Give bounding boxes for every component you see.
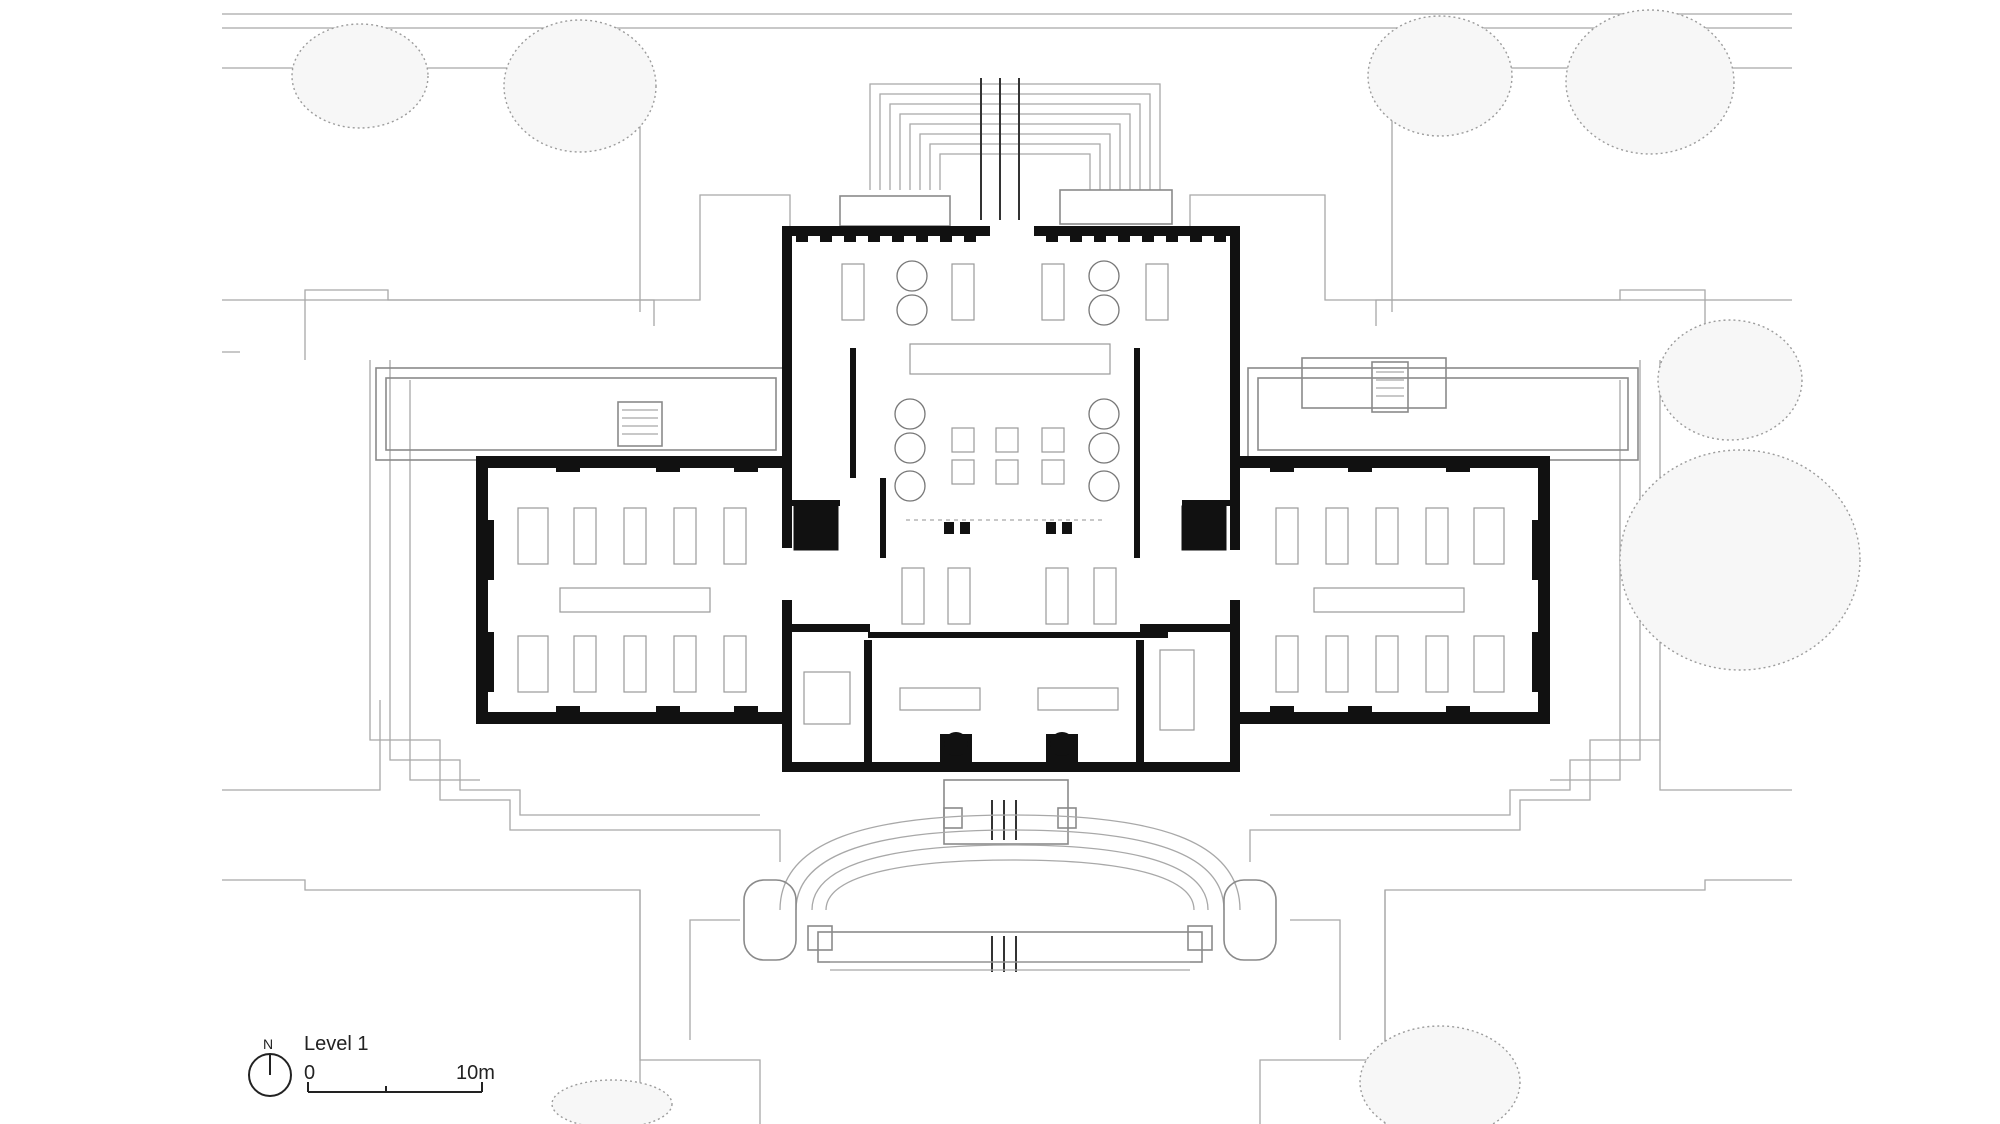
tree-icon <box>1359 1025 1521 1124</box>
central-furniture <box>841 263 1169 711</box>
tree-icon <box>1367 15 1513 137</box>
east-wing-furniture <box>1159 507 1505 731</box>
scale-bar-icon <box>307 1082 483 1093</box>
north-steps <box>839 78 1173 227</box>
tree-icon <box>1619 449 1861 671</box>
north-label: N <box>263 1036 273 1052</box>
legend: N Level 1 0 10m <box>248 1033 495 1097</box>
building-walls <box>476 226 1550 772</box>
site-lines <box>222 13 1792 1124</box>
steps-east-terrace <box>1376 371 1404 397</box>
tree-icon <box>1657 319 1803 441</box>
tree-icon <box>503 19 657 153</box>
steps-west-terrace <box>622 409 658 435</box>
scale-end-label: 10m <box>456 1062 495 1084</box>
west-wing-furniture <box>517 507 851 725</box>
tree-icon <box>291 23 429 129</box>
south-forecourt <box>743 779 1277 972</box>
landscape-trees <box>291 9 1861 1124</box>
north-arrow-icon <box>248 1053 292 1097</box>
courtyard-trees <box>894 260 1120 502</box>
scale-start-label: 0 <box>304 1062 315 1084</box>
level-label: Level 1 <box>304 1033 369 1055</box>
tree-icon <box>1565 9 1735 155</box>
side-terraces <box>375 357 1639 461</box>
tree-icon <box>551 1079 673 1124</box>
